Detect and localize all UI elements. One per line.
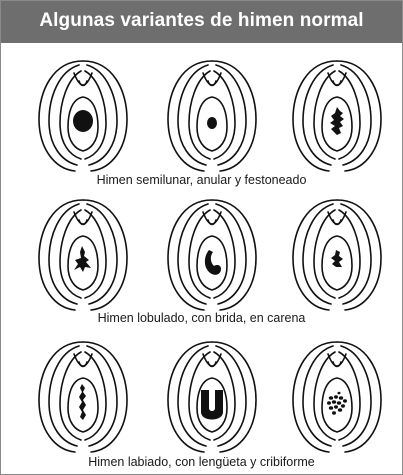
opening-cribiforme xyxy=(327,392,347,415)
caption-row-3: Himen labiado, con lengüeta y cribiforme xyxy=(1,455,402,469)
variant-en-carena xyxy=(293,200,381,310)
variant-cribiforme xyxy=(293,342,381,452)
variant-lobulado xyxy=(39,200,127,310)
opening-en-carena xyxy=(331,250,343,267)
variant-con-brida xyxy=(168,200,256,310)
variants-illustration xyxy=(1,43,402,474)
variant-labiado xyxy=(39,342,127,452)
opening-festoneado xyxy=(330,107,344,135)
opening-con-brida xyxy=(205,250,221,275)
opening-labiado xyxy=(79,384,86,420)
variant-festoneado xyxy=(293,61,381,171)
caption-row-1: Himen semilunar, anular y festoneado xyxy=(1,173,402,187)
variant-semilunar xyxy=(39,61,127,171)
opening-semilunar xyxy=(73,110,93,132)
opening-lobulado xyxy=(74,246,91,272)
figure-title: Algunas variantes de himen normal xyxy=(1,10,402,32)
caption-row-2: Himen lobulado, con brida, en carena xyxy=(1,311,402,325)
title-bar: Algunas variantes de himen normal xyxy=(1,1,402,43)
opening-anular xyxy=(207,117,217,129)
variant-anular xyxy=(168,61,256,171)
variant-con-lengueta xyxy=(168,342,256,452)
opening-con-lengueta xyxy=(201,390,223,420)
